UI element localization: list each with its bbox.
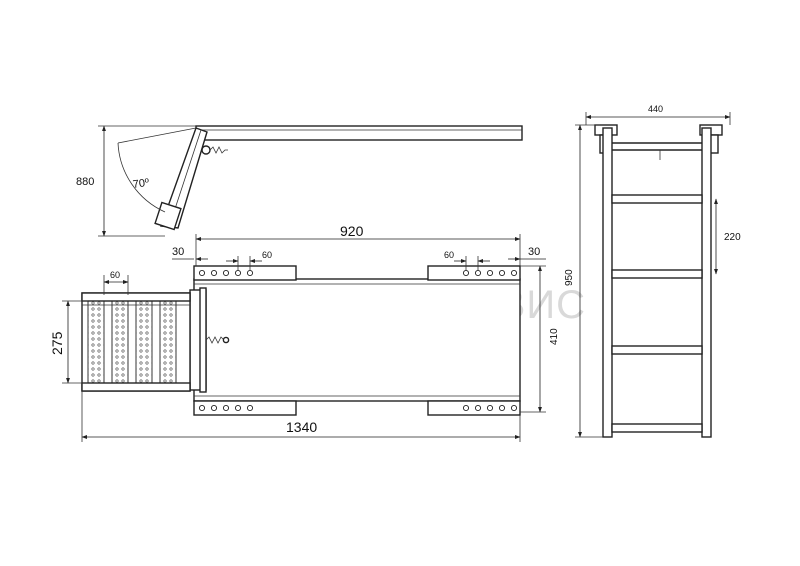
dim-410-label: 410 bbox=[549, 328, 560, 345]
side-angle-label: 70º bbox=[132, 177, 150, 191]
dim-220-label: 220 bbox=[724, 232, 741, 243]
top-view bbox=[62, 234, 546, 442]
dim-920-label: 920 bbox=[340, 223, 364, 239]
end-view bbox=[575, 112, 731, 438]
dim-275-label: 275 bbox=[49, 331, 65, 355]
dim-60-right-label: 60 bbox=[444, 250, 454, 260]
dim-440-label: 440 bbox=[648, 104, 663, 114]
side-height-label: 880 bbox=[76, 176, 94, 188]
side-view bbox=[98, 125, 523, 237]
dim-950-label: 950 bbox=[564, 269, 575, 286]
dim-30-left-label: 30 bbox=[172, 246, 184, 258]
dim-60-step-label: 60 bbox=[110, 270, 120, 280]
dim-1340-label: 1340 bbox=[286, 419, 317, 435]
dim-30-right-label: 30 bbox=[528, 246, 540, 258]
dim-60-left-label: 60 bbox=[262, 250, 272, 260]
